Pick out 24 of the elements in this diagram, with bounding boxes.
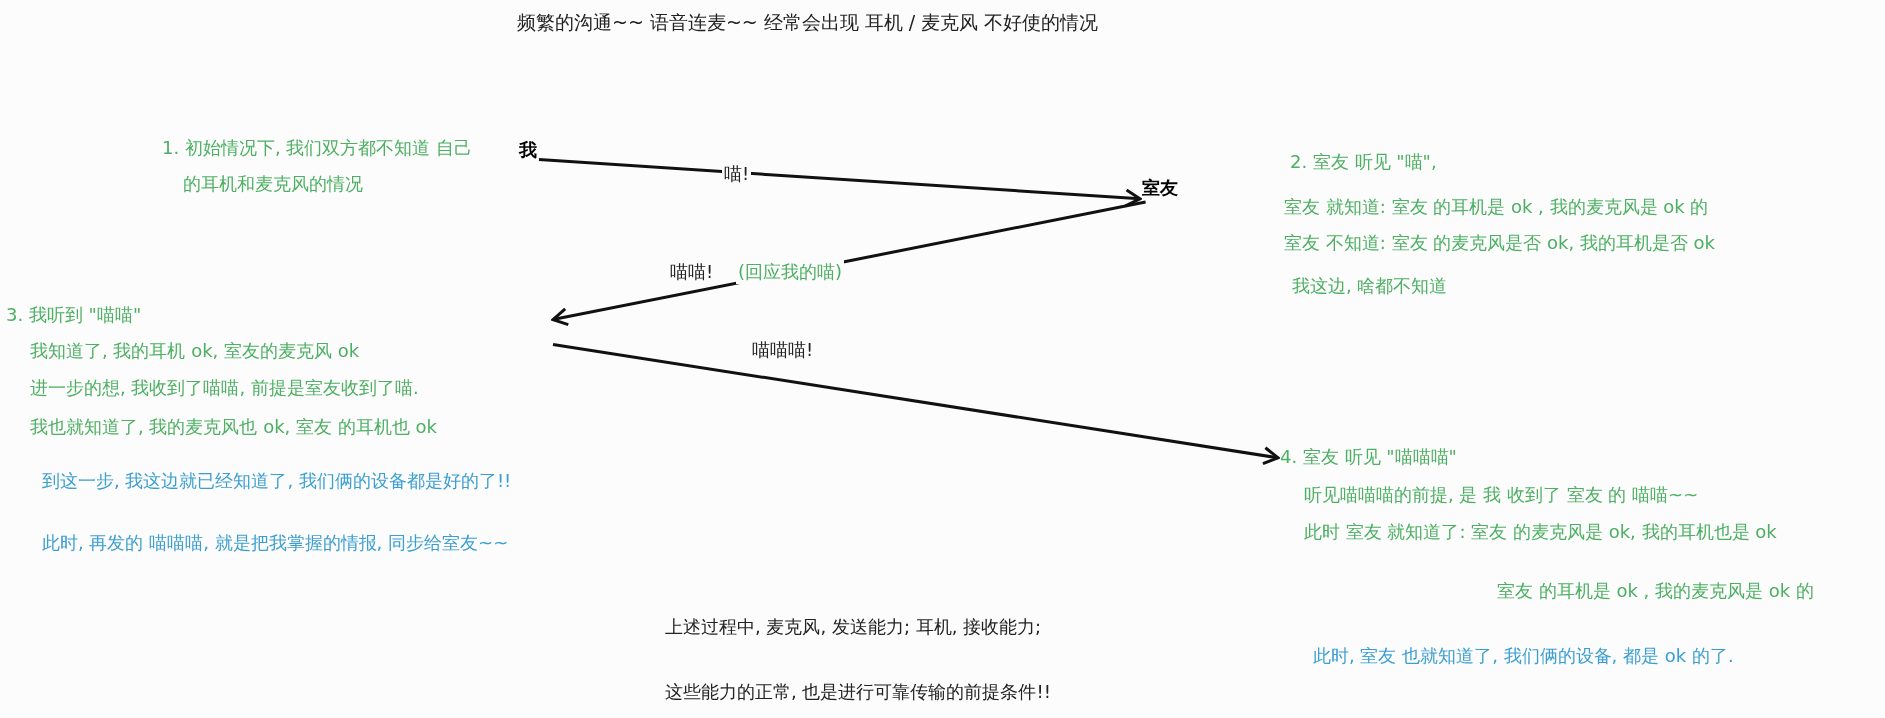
note-text: 室友 不知道: 室友 的麦克风是否 ok, 我的耳机是否 ok <box>1284 231 1715 255</box>
note-text: 室友 的耳机是 ok , 我的麦克风是 ok 的 <box>1497 579 1814 603</box>
note-text: 3. 我听到 "喵喵" <box>6 303 142 327</box>
note-text: 此时 室友 就知道了: 室友 的麦克风是 ok, 我的耳机也是 ok <box>1304 520 1777 544</box>
note-text: 1. 初始情况下, 我们双方都不知道 自己的耳机和麦克风的情况 <box>162 136 474 196</box>
note-text: 4. 室友 听见 "喵喵喵" <box>1280 445 1457 469</box>
edge-label: 喵! <box>722 162 752 186</box>
note-text: 到这一步, 我这边就已经知道了, 我们俩的设备都是好的了!! <box>42 469 512 493</box>
note-text: 室友 就知道: 室友 的耳机是 ok , 我的麦克风是 ok 的 <box>1284 195 1709 219</box>
note-text: (回应我的喵) <box>736 260 845 284</box>
note-text: 进一步的想, 我收到了喵喵, 前提是室友收到了喵. <box>30 376 419 400</box>
arrow <box>552 342 1280 466</box>
note-text: 这些能力的正常, 也是进行可靠传输的前提条件!! <box>665 680 1051 704</box>
note-text: 2. 室友 听见 "喵", <box>1290 150 1437 174</box>
note-text: 我这边, 啥都不知道 <box>1292 274 1448 298</box>
participant-label: 我 <box>519 138 537 162</box>
note-text: 听见喵喵喵的前提, 是 我 收到了 室友 的 喵喵~~ <box>1304 483 1699 507</box>
note-text: 此时, 再发的 喵喵喵, 就是把我掌握的情报, 同步给室友~~ <box>42 531 509 555</box>
note-text: 我知道了, 我的耳机 ok, 室友的麦克风 ok <box>30 339 360 363</box>
note-text: 此时, 室友 也就知道了, 我们俩的设备, 都是 ok 的了. <box>1313 644 1734 668</box>
title: 频繁的沟通~~ 语音连麦~~ 经常会出现 耳机 / 麦克风 不好使的情况 <box>517 10 1099 34</box>
note-text: 上述过程中, 麦克风, 发送能力; 耳机, 接收能力; <box>665 615 1042 639</box>
note-text: 我也就知道了, 我的麦克风也 ok, 室友 的耳机也 ok <box>30 415 437 439</box>
participant-label: 室友 <box>1142 176 1178 200</box>
